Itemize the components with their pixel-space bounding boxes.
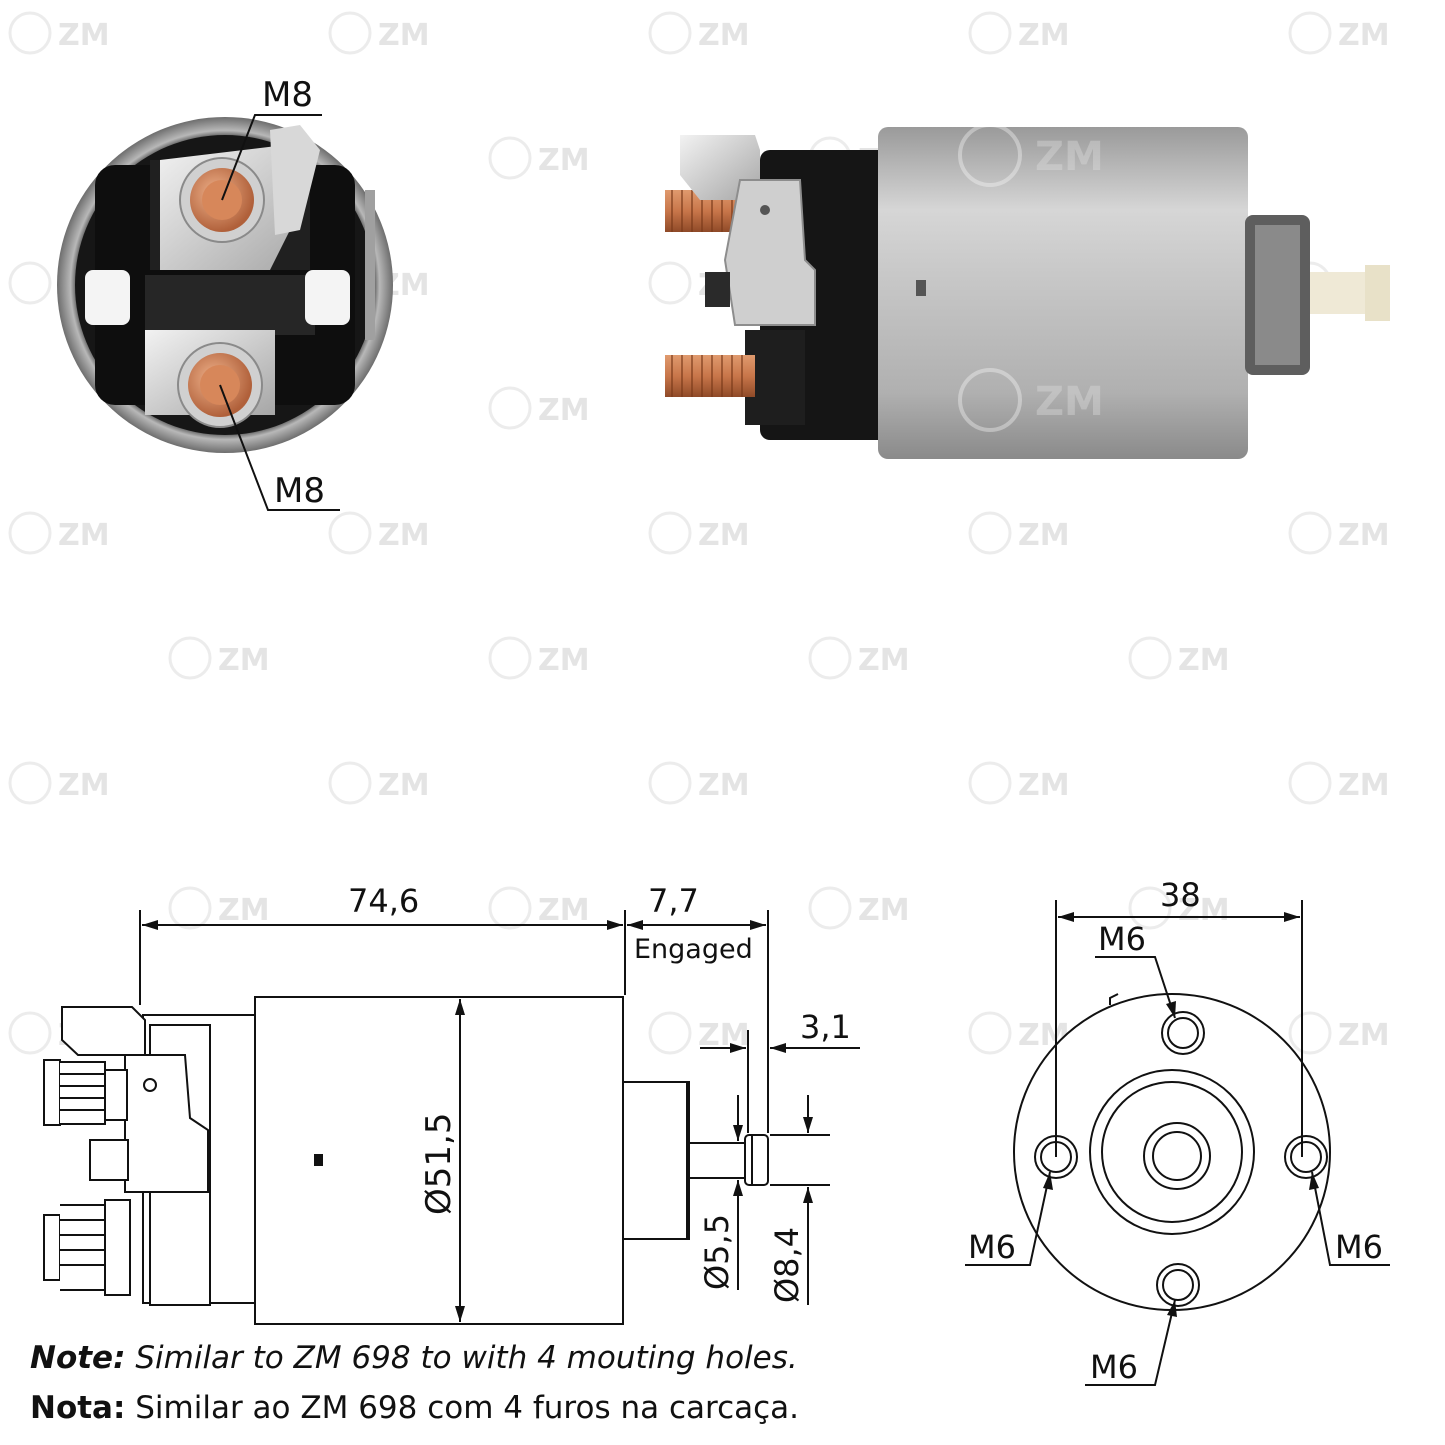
- dim-tip-diameter: Ø8,4: [768, 1227, 806, 1303]
- hole-label-top: M6: [1098, 920, 1146, 958]
- zm-watermark-icon: [328, 511, 372, 555]
- zm-watermark-icon: [1128, 886, 1172, 930]
- zm-watermark-icon: [648, 1011, 692, 1055]
- dim-plunger-diameter: Ø5,5: [698, 1214, 736, 1290]
- zm-watermark-icon: [648, 11, 692, 55]
- zm-watermark-icon: [8, 11, 52, 55]
- note-portuguese-text: Similar ao ZM 698 com 4 furos na carcaça…: [125, 1390, 800, 1426]
- watermark-text: ZM: [1338, 1018, 1390, 1053]
- zm-watermark-icon: [1288, 761, 1332, 805]
- zm-watermark-icon: [488, 386, 532, 430]
- hole-label-bottom: M6: [1090, 1348, 1138, 1386]
- dim-hole-spacing: 38: [1160, 876, 1201, 914]
- svg-text:ZM: ZM: [1035, 379, 1104, 425]
- watermark-text: ZM: [218, 893, 270, 928]
- zm-watermark-icon: [488, 136, 532, 180]
- watermark-text: ZM: [58, 518, 110, 553]
- note-english: Note: Similar to ZM 698 to with 4 moutin…: [30, 1340, 798, 1376]
- front-label-bottom: M8: [274, 471, 325, 511]
- zm-watermark-icon: [968, 1011, 1012, 1055]
- dim-stroke-note: Engaged: [634, 934, 753, 965]
- zm-watermark-icon: [808, 636, 852, 680]
- zm-watermark-icon: [8, 761, 52, 805]
- note-portuguese: Nota: Similar ao ZM 698 com 4 furos na c…: [30, 1390, 799, 1426]
- watermark-text: ZM: [378, 768, 430, 803]
- watermark-text: ZM: [1018, 18, 1070, 53]
- zm-watermark-icon: [328, 761, 372, 805]
- zm-watermark-icon: [968, 761, 1012, 805]
- watermark-text: ZM: [698, 18, 750, 53]
- zm-watermark-icon: [168, 636, 212, 680]
- zm-watermark-icon: [1128, 636, 1172, 680]
- watermark-text: ZM: [858, 643, 910, 678]
- zm-watermark-icon: [808, 886, 852, 930]
- dim-body-diameter: Ø51,5: [419, 1113, 459, 1215]
- watermark-text: ZM: [1018, 768, 1070, 803]
- watermark-text: ZM: [1178, 893, 1230, 928]
- watermark-text: ZM: [378, 518, 430, 553]
- watermark-text: ZM: [538, 143, 590, 178]
- zm-watermark-icon: [968, 511, 1012, 555]
- zm-watermark-icon: [328, 11, 372, 55]
- watermark-text: ZM: [698, 518, 750, 553]
- watermark-text: ZM: [1018, 518, 1070, 553]
- hole-label-right: M6: [1335, 1228, 1383, 1266]
- photo-front-view: M8 M8: [57, 75, 393, 511]
- watermark-text: ZM: [1338, 18, 1390, 53]
- dim-stroke: 7,7: [648, 882, 699, 920]
- zm-watermark-icon: [8, 511, 52, 555]
- watermark-text: ZM: [858, 893, 910, 928]
- dim-length: 74,6: [348, 882, 419, 920]
- photo-side-view: ZM ZM: [665, 123, 1390, 459]
- watermark-text: ZM: [1338, 768, 1390, 803]
- watermark-text: ZM: [1178, 643, 1230, 678]
- watermark-text: ZM: [538, 643, 590, 678]
- zm-watermark-icon: [1288, 511, 1332, 555]
- watermark-text: ZM: [698, 768, 750, 803]
- zm-watermark-icon: [1288, 1011, 1332, 1055]
- note-english-label: Note:: [30, 1340, 126, 1376]
- zm-watermark-icon: [8, 261, 52, 305]
- hole-label-left: M6: [968, 1228, 1016, 1266]
- watermark-text: ZM: [538, 393, 590, 428]
- watermark-text: ZM: [58, 768, 110, 803]
- watermark-text: ZM: [538, 893, 590, 928]
- zm-watermark-icon: [8, 1011, 52, 1055]
- note-portuguese-label: Nota:: [30, 1390, 126, 1426]
- zm-watermark-icon: [168, 886, 212, 930]
- drawing-end-view: [965, 900, 1390, 1386]
- drawing-side-view: [43, 910, 860, 1325]
- watermark-text: ZM: [218, 643, 270, 678]
- watermark-text: ZM: [1338, 518, 1390, 553]
- note-english-text: Similar to ZM 698 to with 4 mouting hole…: [125, 1340, 798, 1376]
- front-label-top: M8: [262, 75, 313, 115]
- zm-watermark-icon: [488, 636, 532, 680]
- zm-watermark-icon: [648, 261, 692, 305]
- watermark-text: ZM: [58, 18, 110, 53]
- zm-logo-icon: ZM ZM: [958, 123, 1104, 432]
- zm-watermark-icon: [968, 11, 1012, 55]
- dim-tip-length: 3,1: [800, 1008, 851, 1046]
- zm-watermark-icon: [648, 761, 692, 805]
- zm-watermark-icon: [648, 511, 692, 555]
- zm-watermark-icon: [488, 886, 532, 930]
- svg-text:ZM: ZM: [1035, 134, 1104, 180]
- watermark-text: ZM: [378, 18, 430, 53]
- zm-watermark-icon: [1288, 11, 1332, 55]
